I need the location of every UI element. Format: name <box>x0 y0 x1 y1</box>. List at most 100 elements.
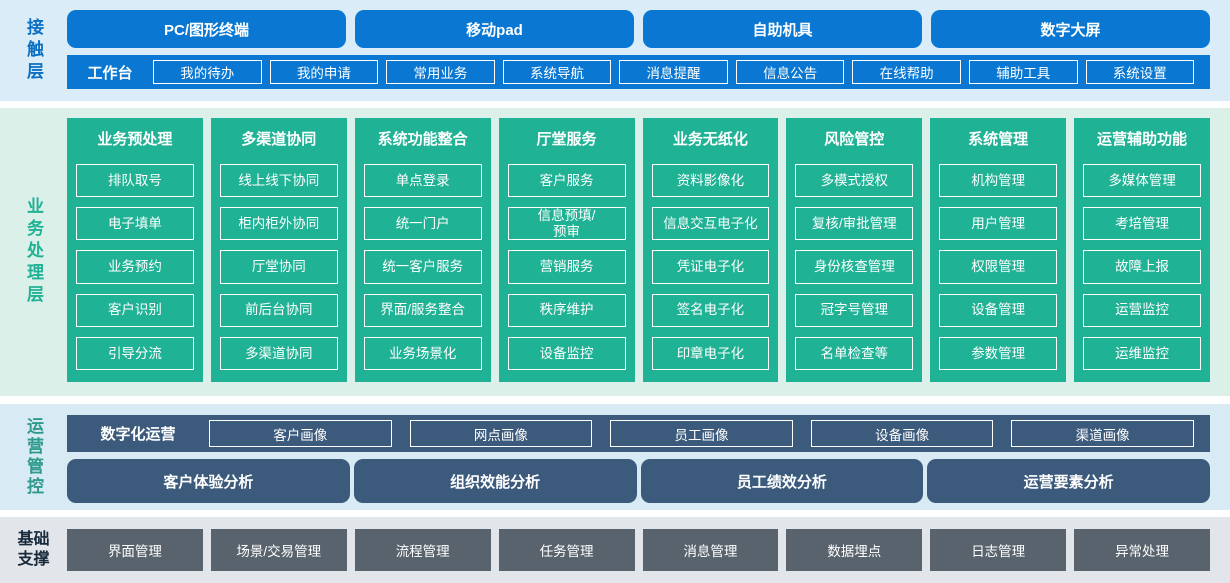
business-column-title: 多渠道协同 <box>241 131 317 148</box>
portrait-box: 客户画像 <box>209 420 392 447</box>
workbench-item: 常用业务 <box>386 60 495 84</box>
portrait-box: 设备画像 <box>810 420 994 447</box>
operations-layer-label-col: 运营管控 <box>0 404 67 510</box>
business-item: 引导分流 <box>76 336 194 371</box>
business-layer-label: 业务处理层 <box>24 197 43 307</box>
business-column-title: 业务无纸化 <box>672 131 748 148</box>
business-item: 运维监控 <box>1083 336 1201 371</box>
foundation-layer-section: 基础支撑 界面管理场景/交易管理流程管理任务管理消息管理数据埋点日志管理异常处理 <box>0 517 1230 583</box>
foundation-row: 界面管理场景/交易管理流程管理任务管理消息管理数据埋点日志管理异常处理 <box>67 529 1210 571</box>
foundation-layer-label-col: 基础支撑 <box>0 517 67 583</box>
foundation-layer-content: 界面管理场景/交易管理流程管理任务管理消息管理数据埋点日志管理异常处理 <box>67 517 1230 583</box>
business-item: 资料影像化 <box>651 164 770 198</box>
portrait-box: 渠道画像 <box>1011 420 1194 447</box>
business-item: 信息预填/ 预审 <box>507 207 626 241</box>
business-item: 设备监控 <box>507 336 626 371</box>
foundation-box: 任务管理 <box>498 529 635 571</box>
business-item: 单点登录 <box>363 164 482 198</box>
business-item: 统一客户服务 <box>363 250 482 284</box>
foundation-layer-label: 基础支撑 <box>17 531 50 568</box>
business-item: 故障上报 <box>1083 250 1201 284</box>
foundation-box: 日志管理 <box>930 529 1067 571</box>
business-item: 秩序维护 <box>507 293 626 327</box>
business-item: 线上线下协同 <box>219 164 338 198</box>
operations-layer-label: 运营管控 <box>24 417 43 497</box>
foundation-box: 流程管理 <box>354 529 491 571</box>
terminal-box: 自助机具 <box>643 10 922 48</box>
business-column: 多渠道协同线上线下协同柜内柜外协同厅堂协同前后台协同多渠道协同 <box>210 118 347 382</box>
business-item: 排队取号 <box>76 164 194 198</box>
workbench-item: 系统设置 <box>1085 60 1195 84</box>
business-column: 系统功能整合单点登录统一门户统一客户服务界面/服务整合业务场景化 <box>354 118 491 382</box>
business-item: 界面/服务整合 <box>363 293 482 327</box>
workbench-item: 我的待办 <box>153 60 262 84</box>
analysis-box: 员工绩效分析 <box>640 459 924 503</box>
business-layer-content: 业务预处理排队取号电子填单业务预约客户识别引导分流多渠道协同线上线下协同柜内柜外… <box>67 108 1230 396</box>
business-item: 运营监控 <box>1083 293 1201 327</box>
business-item: 多渠道协同 <box>219 336 338 371</box>
workbench-item: 在线帮助 <box>852 60 961 84</box>
business-item: 复核/审批管理 <box>795 207 914 241</box>
terminal-box: 数字大屏 <box>931 10 1210 48</box>
terminal-box: PC/图形终端 <box>67 10 346 48</box>
terminal-box: 移动pad <box>355 10 634 48</box>
foundation-box: 消息管理 <box>642 529 779 571</box>
portrait-box: 网点画像 <box>409 420 593 447</box>
contact-layer-label-col: 接触层 <box>0 0 67 101</box>
analysis-box: 客户体验分析 <box>67 459 350 503</box>
business-item: 信息交互电子化 <box>651 207 770 241</box>
business-item: 机构管理 <box>939 164 1058 198</box>
digital-ops-bar: 数字化运营 客户画像网点画像员工画像设备画像渠道画像 <box>67 415 1210 452</box>
workbench-item: 信息公告 <box>735 60 845 84</box>
business-item: 名单检查等 <box>795 336 914 371</box>
portrait-items: 客户画像网点画像员工画像设备画像渠道画像 <box>209 420 1194 447</box>
business-column-title: 业务预处理 <box>97 131 173 148</box>
business-columns: 业务预处理排队取号电子填单业务预约客户识别引导分流多渠道协同线上线下协同柜内柜外… <box>67 118 1210 382</box>
business-column-title: 厅堂服务 <box>536 131 597 148</box>
business-column-title: 风险管控 <box>824 131 885 148</box>
business-column: 系统管理机构管理用户管理权限管理设备管理参数管理 <box>930 118 1067 382</box>
portrait-box: 员工画像 <box>610 420 793 447</box>
business-item: 统一门户 <box>363 207 482 241</box>
business-item: 客户服务 <box>507 164 626 198</box>
workbench-bar: 工作台 我的待办我的申请常用业务系统导航消息提醒信息公告在线帮助辅助工具系统设置 <box>67 55 1210 89</box>
foundation-box: 界面管理 <box>67 529 203 571</box>
business-column-title: 系统功能整合 <box>377 131 468 148</box>
business-column-title: 运营辅助功能 <box>1097 131 1188 148</box>
business-item: 厅堂协同 <box>219 250 338 284</box>
business-item: 多媒体管理 <box>1083 164 1201 198</box>
business-item: 客户识别 <box>76 293 194 327</box>
foundation-box: 场景/交易管理 <box>210 529 347 571</box>
workbench-item: 辅助工具 <box>968 60 1078 84</box>
workbench-item: 消息提醒 <box>619 60 728 84</box>
business-item: 身份核查管理 <box>795 250 914 284</box>
workbench-items: 我的待办我的申请常用业务系统导航消息提醒信息公告在线帮助辅助工具系统设置 <box>153 60 1202 84</box>
analysis-row: 客户体验分析组织效能分析员工绩效分析运营要素分析 <box>67 459 1210 503</box>
workbench-item: 我的申请 <box>269 60 379 84</box>
business-item: 电子填单 <box>76 207 194 241</box>
analysis-box: 组织效能分析 <box>353 459 637 503</box>
foundation-box: 数据埋点 <box>786 529 923 571</box>
foundation-box: 异常处理 <box>1074 529 1210 571</box>
business-item: 柜内柜外协同 <box>219 207 338 241</box>
business-item: 业务场景化 <box>363 336 482 371</box>
business-item: 冠字号管理 <box>795 293 914 327</box>
business-item: 营销服务 <box>507 250 626 284</box>
business-column: 风险管控多模式授权复核/审批管理身份核查管理冠字号管理名单检查等 <box>786 118 923 382</box>
business-item: 印章电子化 <box>651 336 770 371</box>
workbench-item: 系统导航 <box>502 60 612 84</box>
business-layer-section: 业务处理层 业务预处理排队取号电子填单业务预约客户识别引导分流多渠道协同线上线下… <box>0 108 1230 396</box>
business-item: 参数管理 <box>939 336 1058 371</box>
business-item: 签名电子化 <box>651 293 770 327</box>
analysis-box: 运营要素分析 <box>927 459 1210 503</box>
business-column: 业务预处理排队取号电子填单业务预约客户识别引导分流 <box>67 118 203 382</box>
business-item: 多模式授权 <box>795 164 914 198</box>
business-item: 设备管理 <box>939 293 1058 327</box>
business-column: 厅堂服务客户服务信息预填/ 预审营销服务秩序维护设备监控 <box>498 118 635 382</box>
business-item: 凭证电子化 <box>651 250 770 284</box>
business-item: 权限管理 <box>939 250 1058 284</box>
business-item: 考培管理 <box>1083 207 1201 241</box>
